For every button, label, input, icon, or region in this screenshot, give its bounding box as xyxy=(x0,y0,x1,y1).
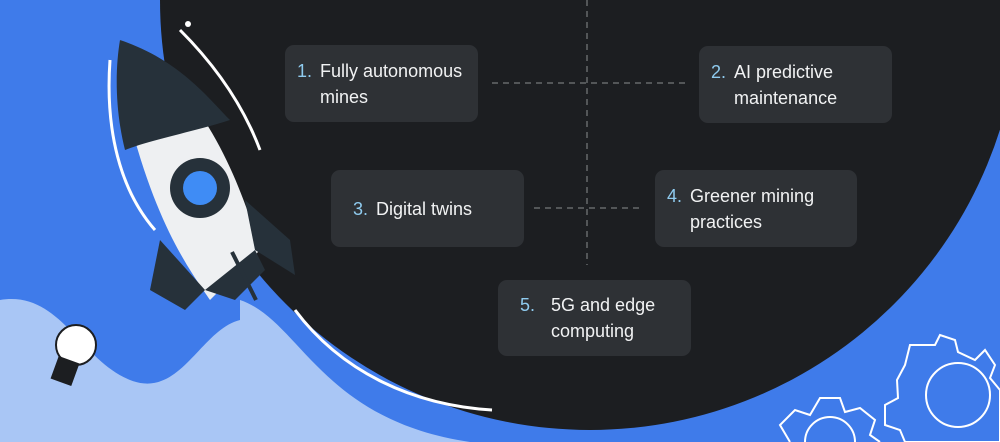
item-card-3: 3. Digital twins xyxy=(331,170,524,247)
light-wave xyxy=(0,299,470,442)
gears-icon xyxy=(778,333,1000,442)
item-number: 1. xyxy=(297,60,313,81)
item-card-4: 4. Greener mining practices xyxy=(655,170,857,247)
item-text: Digital twins xyxy=(376,198,473,219)
item-card-1: 1. Fully autonomous mines xyxy=(285,45,478,122)
item-card-5: 5. 5G and edge computing xyxy=(498,280,691,356)
motion-line xyxy=(293,309,493,412)
item-text: 5G and edge computing xyxy=(551,295,656,341)
item-number: 3. xyxy=(353,198,369,219)
item-text: AI predictive maintenance xyxy=(734,61,838,108)
motion-line xyxy=(178,28,262,151)
item-number: 2. xyxy=(711,61,727,82)
item-number: 5. xyxy=(520,295,536,315)
item-text: Greener mining practices xyxy=(690,185,815,232)
lightbulb-icon xyxy=(50,324,97,387)
motion-line xyxy=(107,59,157,231)
star-dot xyxy=(185,21,191,27)
item-card-2: 2. AI predictive maintenance xyxy=(699,46,892,123)
rocket-icon xyxy=(116,40,295,310)
item-text: Fully autonomous mines xyxy=(320,60,463,107)
item-number: 4. xyxy=(667,185,683,206)
